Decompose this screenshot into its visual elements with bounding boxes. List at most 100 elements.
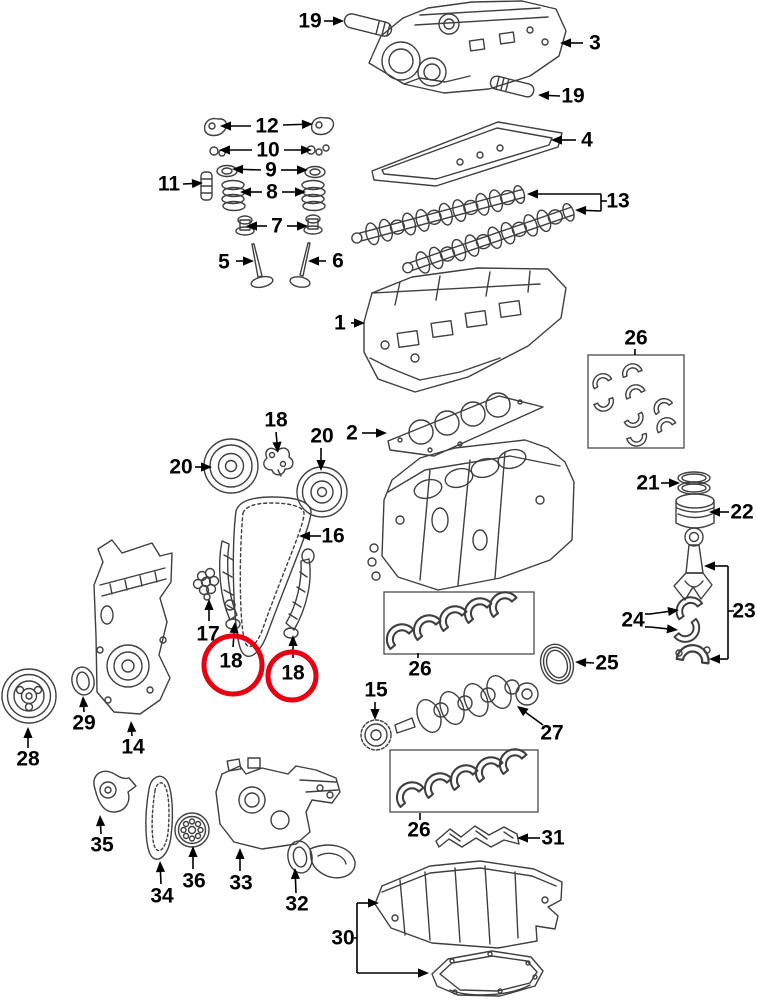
part-number-16[interactable]: 16 xyxy=(321,525,344,548)
highlight-circle xyxy=(265,649,319,703)
callout-35[interactable]: 35 xyxy=(90,815,114,857)
callout-18[interactable]: 18 xyxy=(281,635,305,685)
part-number-26[interactable]: 26 xyxy=(408,658,431,681)
part-number-26[interactable]: 26 xyxy=(624,327,647,350)
callout-23[interactable]: 23 xyxy=(704,561,756,664)
part-number-7[interactable]: 7 xyxy=(271,215,283,238)
part-number-2[interactable]: 2 xyxy=(346,422,358,445)
part-number-32[interactable]: 32 xyxy=(285,893,308,916)
part-number-20[interactable]: 20 xyxy=(310,425,333,448)
part-number-24[interactable]: 24 xyxy=(621,609,645,632)
callout-33[interactable]: 33 xyxy=(229,848,253,895)
part-number-35[interactable]: 35 xyxy=(90,834,114,857)
arrowhead-icon xyxy=(288,635,298,646)
callout-6[interactable]: 6 xyxy=(308,250,344,273)
callout-11[interactable]: 11 xyxy=(158,173,203,196)
part-number-18[interactable]: 18 xyxy=(281,662,305,685)
callout-12[interactable]: 12 xyxy=(220,115,313,138)
part-number-23[interactable]: 23 xyxy=(732,600,755,623)
part-number-12[interactable]: 12 xyxy=(255,115,278,138)
part-number-36[interactable]: 36 xyxy=(182,870,205,893)
callout-29[interactable]: 29 xyxy=(72,696,96,735)
part-number-10[interactable]: 10 xyxy=(256,139,279,162)
callout-32[interactable]: 32 xyxy=(285,868,309,916)
part-number-18[interactable]: 18 xyxy=(264,409,288,432)
arrowhead-icon xyxy=(235,848,245,859)
callout-10[interactable]: 10 xyxy=(219,139,312,162)
part-number-19[interactable]: 19 xyxy=(298,10,321,33)
part-number-3[interactable]: 3 xyxy=(589,32,601,55)
callout-9[interactable]: 9 xyxy=(232,159,308,182)
arrowhead-icon xyxy=(376,428,387,438)
callout-22[interactable]: 22 xyxy=(709,501,754,524)
callout-2[interactable]: 2 xyxy=(346,422,387,445)
part-number-17[interactable]: 17 xyxy=(196,623,219,646)
callout-5[interactable]: 5 xyxy=(218,251,254,274)
callout-25[interactable]: 25 xyxy=(575,652,619,675)
callout-26[interactable]: 26 xyxy=(408,653,432,681)
callout-17[interactable]: 17 xyxy=(196,599,220,646)
arrowhead-icon xyxy=(709,507,720,517)
callout-24[interactable]: 24 xyxy=(621,606,679,634)
part-number-25[interactable]: 25 xyxy=(595,652,619,675)
chain-guide-left xyxy=(218,540,241,630)
callout-34[interactable]: 34 xyxy=(150,861,174,908)
callout-19[interactable]: 19 xyxy=(298,10,344,33)
part-number-14[interactable]: 14 xyxy=(121,736,145,759)
part-number-18[interactable]: 18 xyxy=(219,650,243,673)
arrowhead-icon xyxy=(95,815,106,827)
part-number-21[interactable]: 21 xyxy=(636,472,660,495)
oil-pan-lower xyxy=(431,950,544,997)
callout-27[interactable]: 27 xyxy=(517,706,564,745)
callout-19[interactable]: 19 xyxy=(538,85,585,108)
part-number-19[interactable]: 19 xyxy=(561,85,584,108)
part-number-27[interactable]: 27 xyxy=(540,722,563,745)
part-number-31[interactable]: 31 xyxy=(541,827,565,850)
callout-21[interactable]: 21 xyxy=(636,472,680,495)
callout-3[interactable]: 3 xyxy=(560,32,601,55)
arrowhead-icon xyxy=(538,90,550,101)
part-number-30[interactable]: 30 xyxy=(331,927,354,950)
part-number-11[interactable]: 11 xyxy=(158,173,181,196)
valve-cover xyxy=(368,0,567,94)
callout-4[interactable]: 4 xyxy=(551,129,593,152)
part-number-15[interactable]: 15 xyxy=(364,679,388,702)
callout-8[interactable]: 8 xyxy=(240,181,306,204)
callout-36[interactable]: 36 xyxy=(182,846,206,893)
part-number-29[interactable]: 29 xyxy=(72,712,95,735)
callout-26[interactable]: 26 xyxy=(624,327,648,356)
callout-18[interactable]: 18 xyxy=(219,622,243,673)
callout-15[interactable]: 15 xyxy=(364,679,388,721)
engine-block xyxy=(367,439,575,591)
arrowhead-icon xyxy=(551,135,562,145)
bolt-19-bottom xyxy=(489,75,535,98)
callout-1[interactable]: 1 xyxy=(334,312,365,335)
part-number-26[interactable]: 26 xyxy=(407,819,430,842)
part-number-9[interactable]: 9 xyxy=(265,159,277,182)
callout-20[interactable]: 20 xyxy=(169,456,212,479)
callout-26[interactable]: 26 xyxy=(407,813,431,842)
part-number-22[interactable]: 22 xyxy=(730,501,753,524)
part-number-1[interactable]: 1 xyxy=(334,312,346,335)
part-number-13[interactable]: 13 xyxy=(606,190,629,213)
callout-18[interactable]: 18 xyxy=(264,409,288,454)
part-number-33[interactable]: 33 xyxy=(229,872,252,895)
camshaft-exhaust xyxy=(402,202,575,274)
part-number-34[interactable]: 34 xyxy=(150,885,174,908)
callout-14[interactable]: 14 xyxy=(121,721,145,759)
callout-16[interactable]: 16 xyxy=(299,525,345,548)
oil-pump-assembly xyxy=(215,757,341,850)
part-number-28[interactable]: 28 xyxy=(16,748,40,771)
callout-28[interactable]: 28 xyxy=(16,727,40,771)
part-number-4[interactable]: 4 xyxy=(581,129,593,152)
callout-20[interactable]: 20 xyxy=(310,425,334,472)
callout-31[interactable]: 31 xyxy=(517,827,565,850)
callout-13[interactable]: 13 xyxy=(527,189,630,216)
part-number-5[interactable]: 5 xyxy=(218,251,230,274)
part-number-6[interactable]: 6 xyxy=(332,250,344,273)
part-number-8[interactable]: 8 xyxy=(266,181,278,204)
callout-7[interactable]: 7 xyxy=(246,215,308,238)
part-number-20[interactable]: 20 xyxy=(169,456,192,479)
callout-30[interactable]: 30 xyxy=(331,898,429,978)
highlight-circle xyxy=(201,633,265,697)
